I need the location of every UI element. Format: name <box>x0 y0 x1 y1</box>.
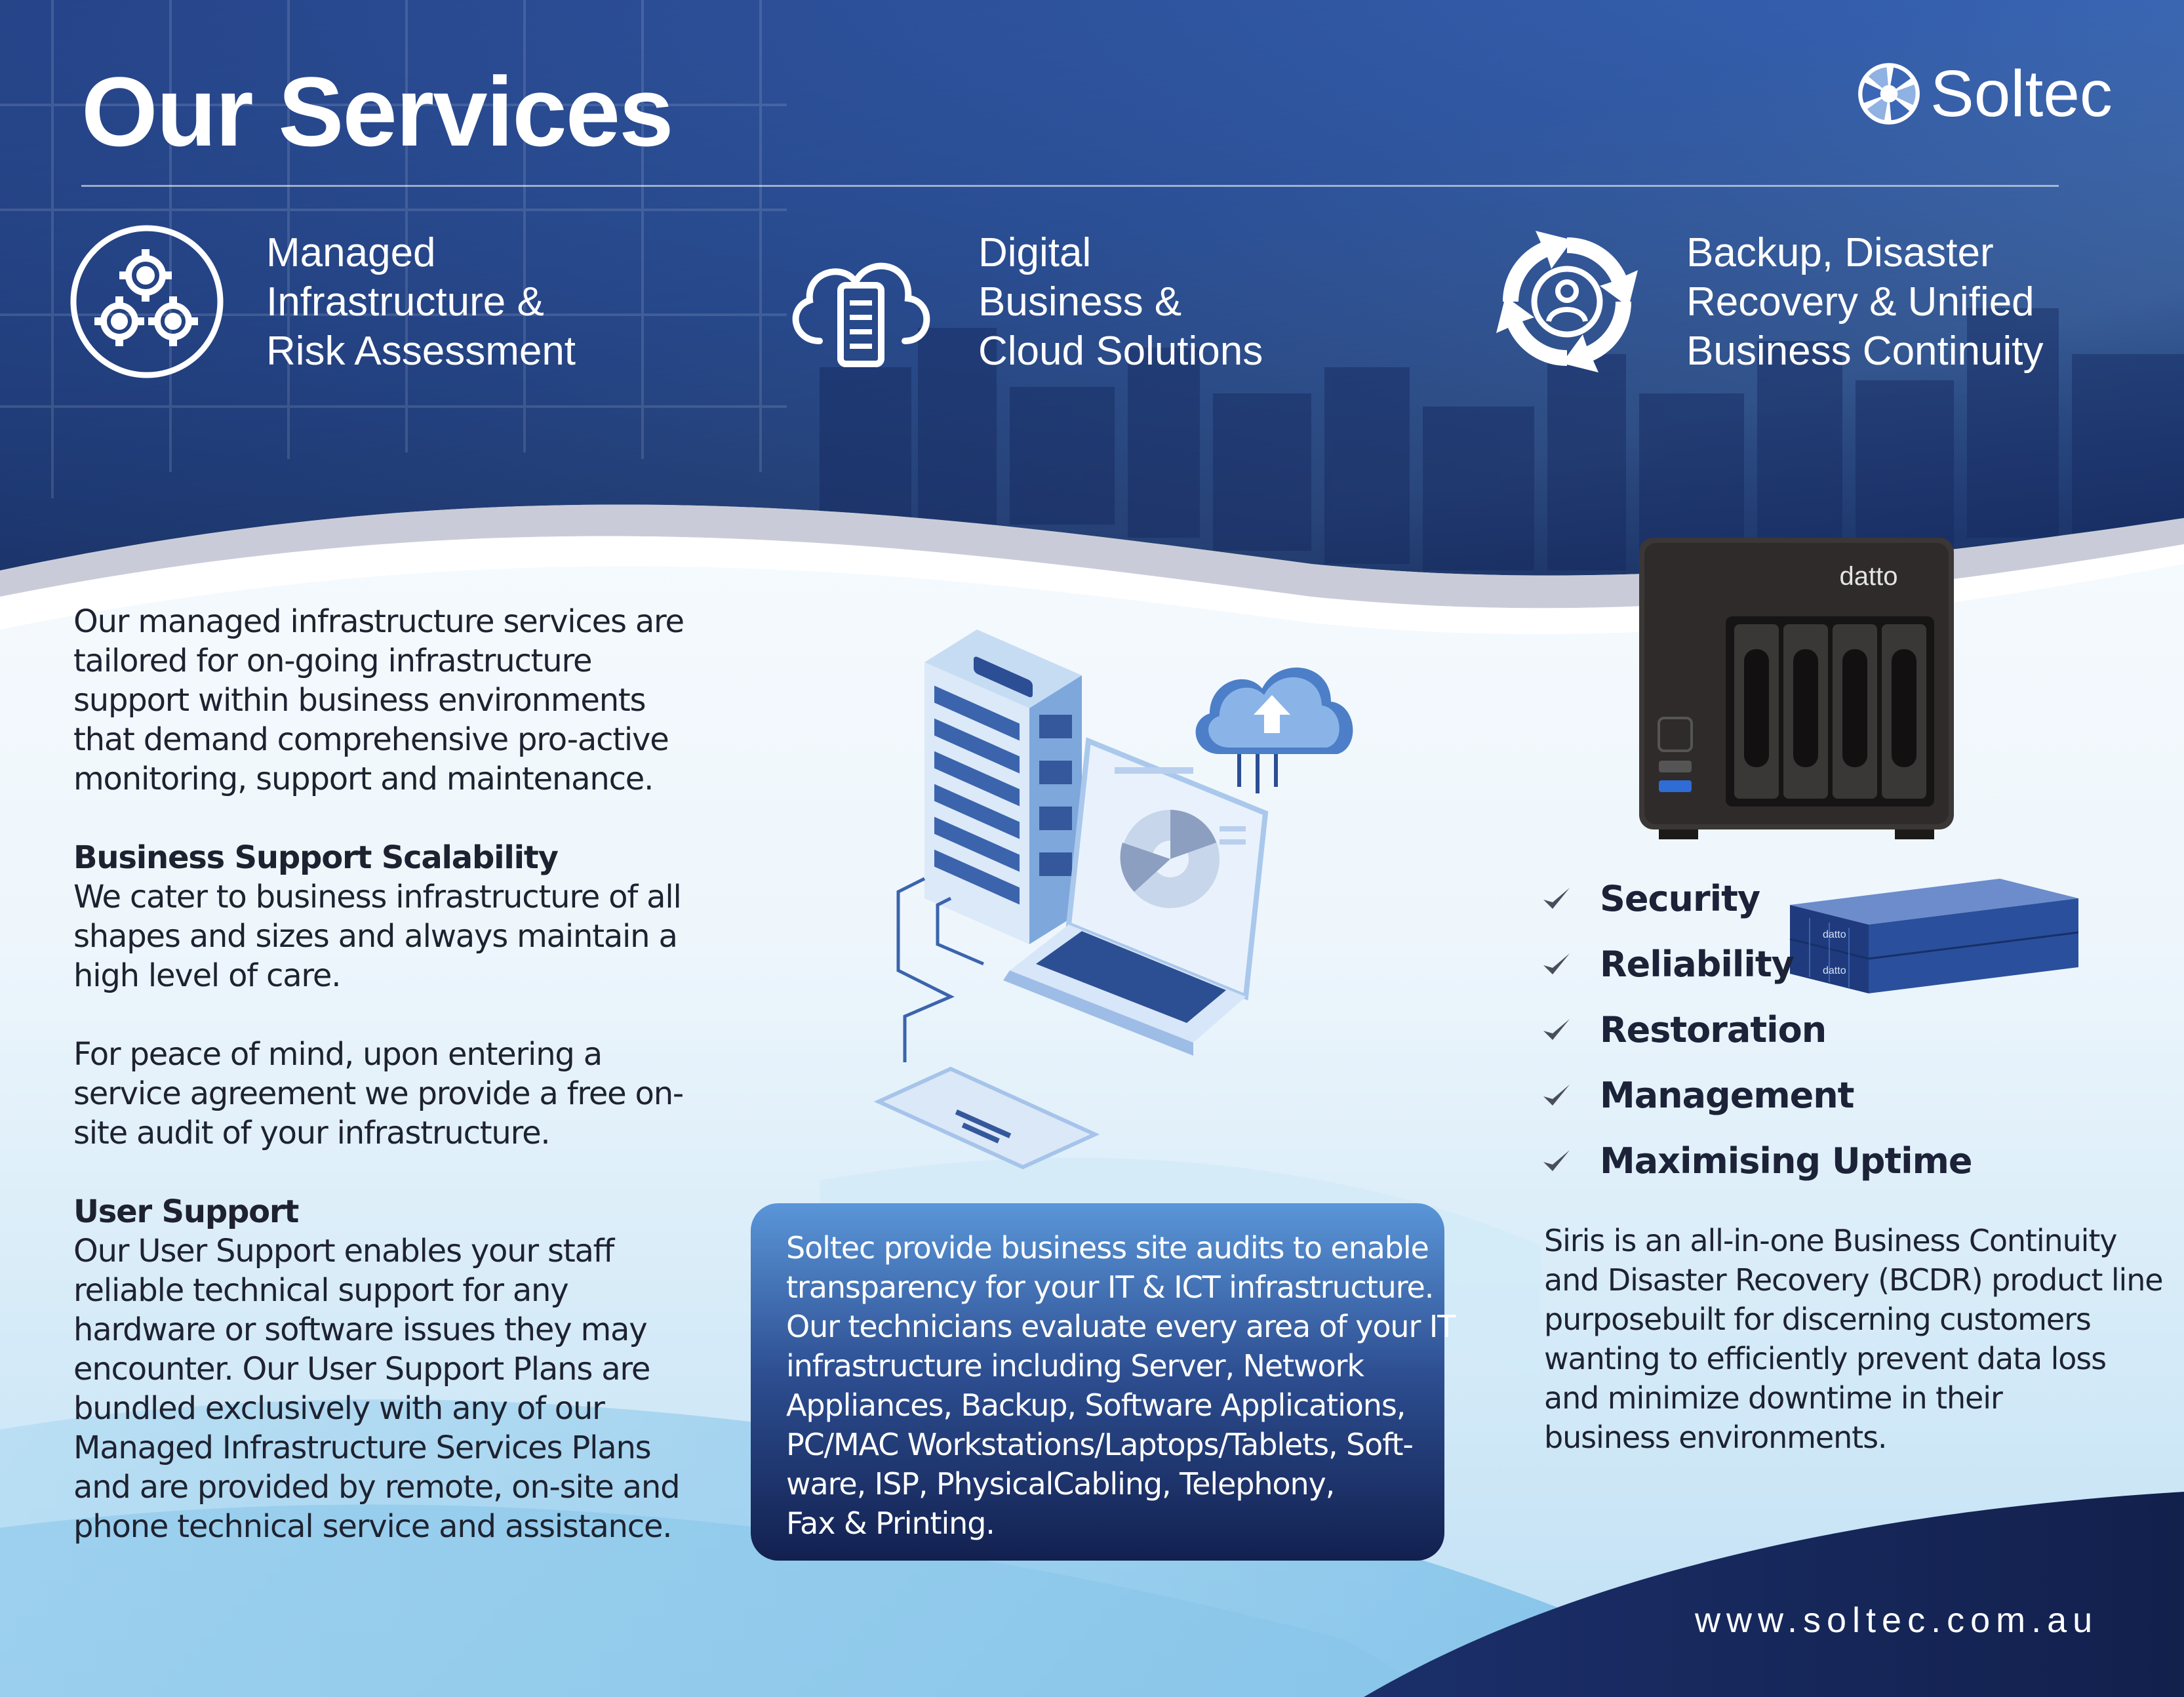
server-laptop-cloud-illustration <box>873 629 1353 1170</box>
managed-services-description: Our managed infrastructure services are … <box>73 602 703 1586</box>
service-digital-cloud: Digital Business & Cloud Solutions <box>780 223 1398 380</box>
datto-rack-server: datto datto <box>1789 879 2078 993</box>
scalability-paragraph: We cater to business infrastructure of a… <box>73 879 682 994</box>
list-item: Maximising Uptime <box>1541 1128 1973 1193</box>
list-item: Management <box>1541 1062 1972 1128</box>
cloud-server-icon <box>792 262 930 367</box>
user-support-paragraph: Our User Support enables your staff reli… <box>73 1233 681 1545</box>
checkmark-icon <box>1543 1085 1570 1106</box>
siris-description: Siris is an all-in-one Business Continui… <box>1544 1223 2164 1455</box>
service-label: Managed Infrastructure & Risk Assessment <box>266 230 576 374</box>
gears-icon <box>70 225 224 378</box>
service-label: Backup, Disaster Recovery & Unified Busi… <box>1686 230 2044 374</box>
user-support-heading: User Support <box>73 1193 299 1230</box>
audit-paragraph: For peace of mind, upon entering a servi… <box>73 1036 684 1151</box>
list-item: Restoration <box>1541 997 1972 1062</box>
brand-name: Soltec <box>1930 57 2113 130</box>
device-brand-label: datto <box>1840 562 1898 591</box>
checkmark-icon <box>1543 888 1570 909</box>
datto-backup-device: datto <box>1639 538 1954 839</box>
checkmark-icon <box>1543 953 1570 974</box>
site-audit-callout: Soltec provide business site audits to e… <box>751 1203 1456 1561</box>
header-divider <box>81 185 2059 187</box>
service-managed-infrastructure: Managed Infrastructure & Risk Assessment <box>68 223 686 380</box>
feature-checklist: Security Reliability Restoration Managem… <box>1541 866 1973 1193</box>
checkmark-icon <box>1543 1019 1570 1040</box>
service-label: Digital Business & Cloud Solutions <box>978 230 1263 374</box>
aperture-icon <box>1858 63 1920 125</box>
rack-brand-label: datto <box>1823 965 1846 976</box>
scalability-heading: Business Support Scalability <box>73 839 559 876</box>
checkmark-icon <box>1543 1150 1570 1171</box>
list-item: Reliability <box>1541 931 1972 997</box>
cycle-user-icon <box>1496 231 1638 372</box>
rack-brand-label: datto <box>1823 929 1846 940</box>
website-link[interactable]: www.soltec.com.au <box>1695 1601 2099 1640</box>
list-item: Security <box>1541 866 1972 931</box>
page-title: Our Services <box>81 56 674 167</box>
intro-paragraph: Our managed infrastructure services are … <box>73 603 685 797</box>
service-backup-continuity: Backup, Disaster Recovery & Unified Busi… <box>1488 223 2106 380</box>
brand-logo: Soltec <box>1856 60 2113 127</box>
